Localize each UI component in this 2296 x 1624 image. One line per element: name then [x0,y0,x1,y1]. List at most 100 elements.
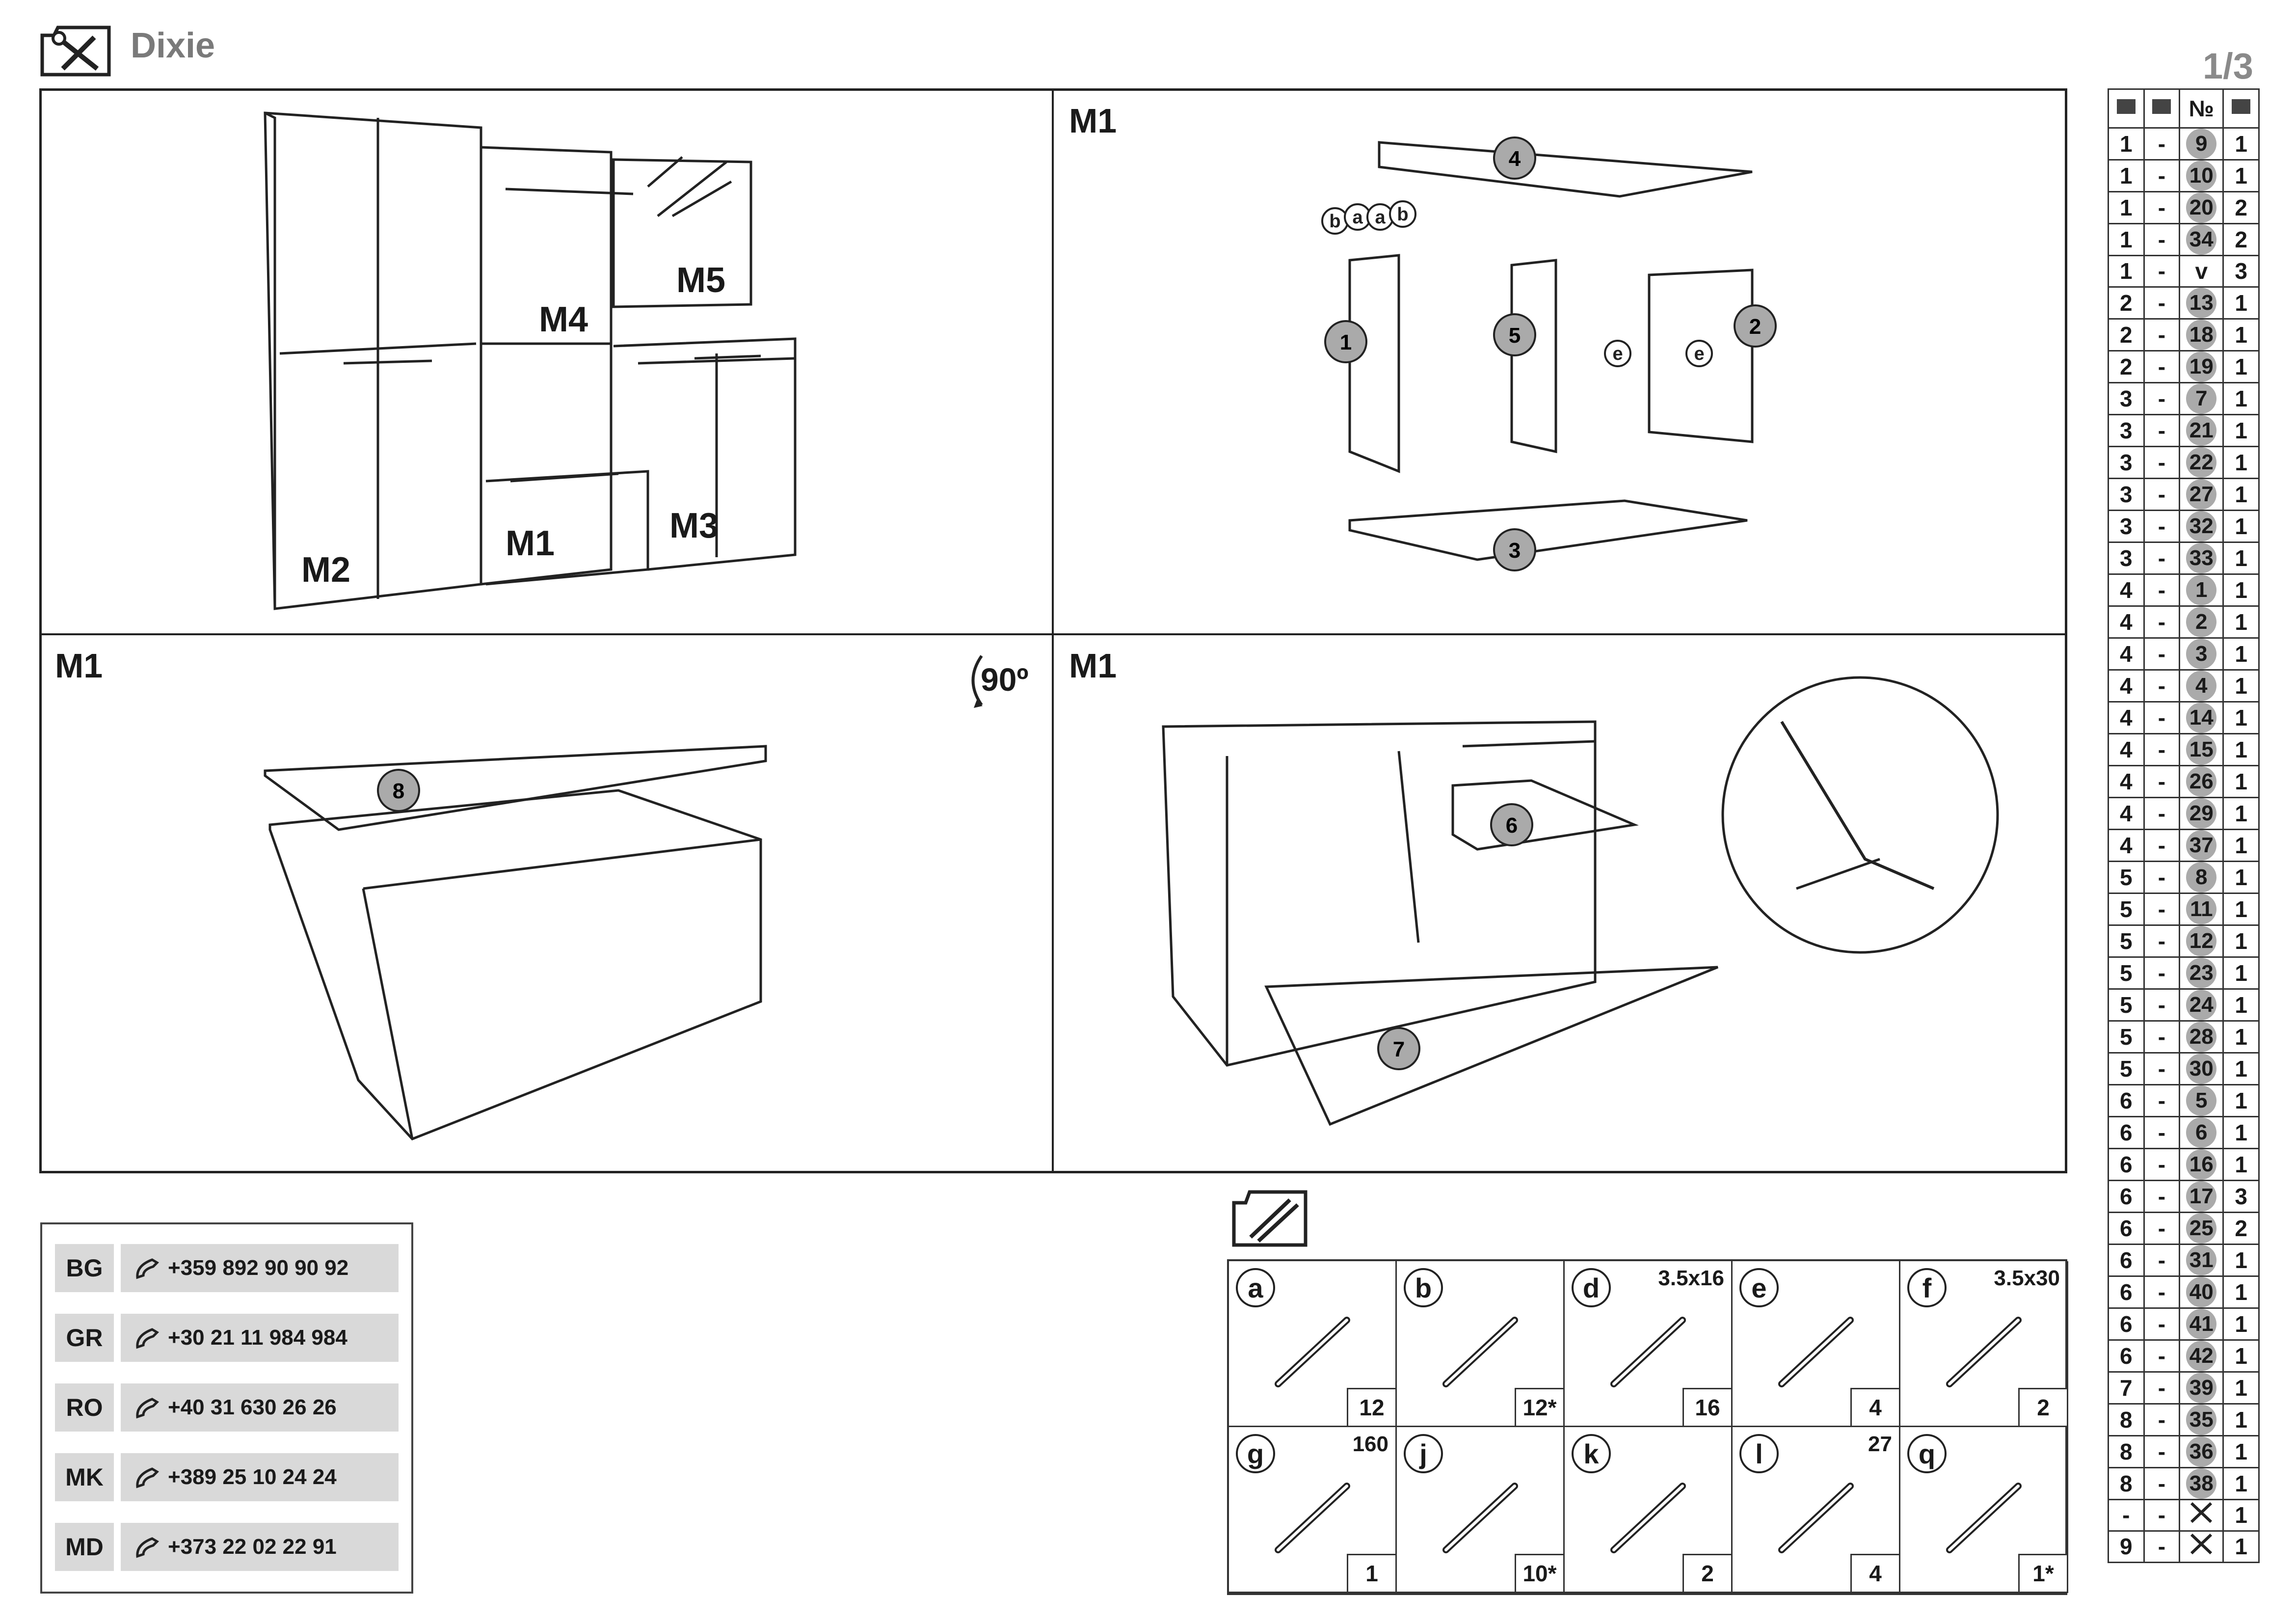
contact-phone[interactable]: +373 22 02 22 91 [121,1523,399,1571]
hardware-letter: g [1236,1434,1275,1473]
stack-cell: - [2143,1530,2181,1563]
contact-phone[interactable]: +40 31 630 26 26 [121,1383,399,1432]
box-cell: 8 [2108,1403,2145,1436]
contact-row: RO +40 31 630 26 26 [55,1383,399,1432]
part-number: 1 [1340,330,1352,354]
qty-cell: 1 [2222,1435,2260,1468]
panel-label: M1 [1069,102,1117,140]
stack-cell: - [2143,764,2181,798]
stack-cell: - [2143,350,2181,383]
part-number-cell: 19 [2179,350,2224,383]
country-code: RO [55,1383,114,1432]
stack-cell: - [2143,1403,2181,1436]
part-number-cell: 10 [2179,159,2224,192]
country-code: BG [55,1244,114,1292]
m1-frame-illustration [1348,141,1754,561]
box-cell: 4 [2108,764,2145,798]
qty-cell: 1 [2222,637,2260,671]
qty-cell: 1 [2222,1147,2260,1181]
module-label: M4 [539,300,588,339]
fitting-label: e [1612,344,1623,364]
qty-cell: 1 [2222,286,2260,320]
stack-cell: - [2143,1020,2181,1054]
box-cell: 8 [2108,1466,2145,1500]
part-number-cell: 34 [2179,223,2224,256]
module-label: M1 [506,524,555,563]
qty-cell: 1 [2222,445,2260,479]
hardware-letter: a [1236,1268,1275,1307]
part-number-cell: 39 [2179,1371,2224,1405]
part-number: 16 [2186,1149,2217,1180]
column-header-box-icon [2108,88,2145,129]
stack-cell: - [2143,1466,2181,1500]
box-cell: 4 [2108,796,2145,830]
stack-cell: - [2143,637,2181,671]
stack-cell: - [2143,1498,2181,1532]
contact-phone[interactable]: +359 892 90 90 92 [121,1244,399,1292]
stack-cell: - [2143,573,2181,607]
part-number-cell: 38 [2179,1466,2224,1500]
qty-cell: 1 [2222,1275,2260,1309]
stack-cell: - [2143,1052,2181,1085]
contact-phone[interactable]: +389 25 10 24 24 [121,1453,399,1501]
box-cell: 1 [2108,127,2145,161]
part-number-cell: 5 [2179,1083,2224,1117]
b-fitting-icon [1442,1317,1518,1387]
qty-cell: 1 [2222,1083,2260,1117]
part-number: 3 [1509,539,1521,563]
qty-cell: 1 [2222,796,2260,830]
part-number-cell: 23 [2179,956,2224,990]
part-number-cell: 14 [2179,701,2224,734]
divider [1052,88,1054,1173]
qty-cell: 1 [2222,350,2260,383]
part-number: 40 [2186,1276,2217,1307]
hardware-count: 4 [1850,1388,1899,1426]
qty-cell: 1 [2222,1115,2260,1149]
qty-cell: 1 [2222,541,2260,575]
part-number: 6 [2186,1117,2217,1148]
qty-cell: 1 [2222,127,2260,161]
contact-phone[interactable]: +30 21 11 984 984 [121,1314,399,1362]
hardware-letter: q [1907,1434,1947,1473]
table-header: № [2108,88,2260,129]
part-number-cell: 12 [2179,924,2224,958]
part-number: 30 [2186,1053,2217,1084]
stack-cell: - [2143,1179,2181,1213]
part-number: 33 [2186,542,2217,573]
stack-cell: - [2143,255,2181,288]
phone-icon [136,1467,160,1489]
part-number-cell: 30 [2179,1052,2224,1085]
hardware-count: 12* [1515,1388,1563,1426]
column-header: № [2179,88,2224,129]
part-number-cell: 11 [2179,892,2224,926]
part-number-cell: 25 [2179,1211,2224,1245]
a-fitting-icon [1275,1317,1350,1387]
part-number-cell: 2 [2179,605,2224,639]
box-cell: 4 [2108,573,2145,607]
box-cell: - [2108,1498,2145,1532]
q-fitting-icon [1946,1483,2022,1553]
rotation-label: 90º [981,661,1029,698]
qty-cell: 1 [2222,1052,2260,1085]
stack-cell: - [2143,223,2181,256]
box-cell: 3 [2108,477,2145,511]
stack-cell: - [2143,127,2181,161]
part-number: 24 [2186,989,2217,1020]
qty-cell: 1 [2222,1243,2260,1277]
part-number-cell: 24 [2179,988,2224,1022]
stack-cell: - [2143,701,2181,734]
box-cell: 6 [2108,1083,2145,1117]
divider [39,633,2067,635]
